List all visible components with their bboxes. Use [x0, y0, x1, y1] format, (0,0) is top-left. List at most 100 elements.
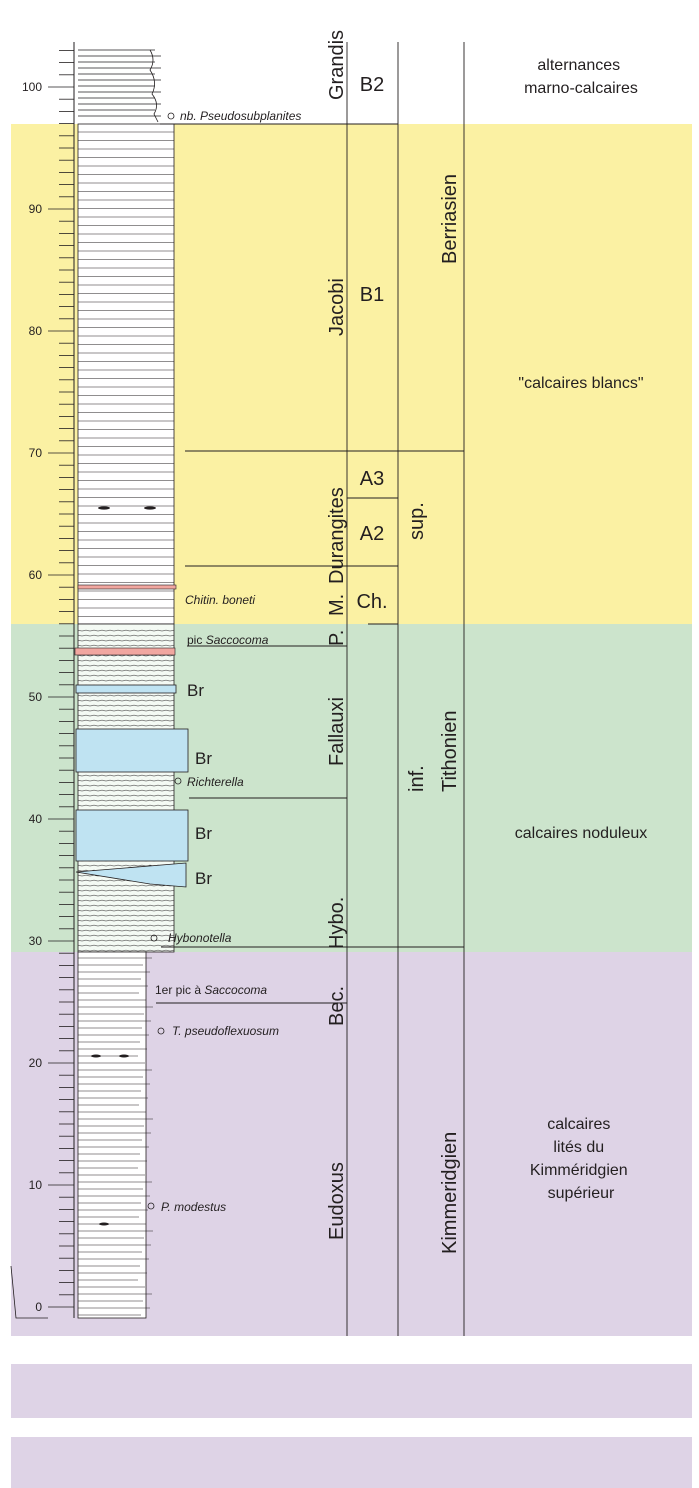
tick-label: 60	[29, 568, 43, 582]
ammonite-icon	[167, 112, 175, 120]
breccia-bed	[75, 862, 187, 888]
nodular-bedding	[77, 889, 175, 892]
nodular-bedding	[77, 799, 175, 802]
svg-text:Richterella: Richterella	[187, 775, 244, 789]
fossil-label: nb. Pseudosubplanites	[180, 109, 301, 123]
nodular-bedding	[77, 694, 175, 697]
fossil-markers: nb. Pseudosubplanites Chitin. boneti pic…	[147, 109, 301, 1214]
nodular-bedding	[77, 804, 175, 807]
bedded-limestone-unit	[77, 951, 147, 1319]
nodular-bedding	[77, 629, 175, 632]
scale-bracket	[10, 1265, 48, 1319]
stages: Berriasien Tithonien Kimmeridgien	[439, 174, 461, 1254]
substage-sup: sup.	[406, 502, 428, 540]
facies-descriptions: alternances marno-calcaires "calcaires b…	[515, 57, 648, 1202]
nodular-bedding	[77, 944, 175, 947]
zone-ponti: P.	[326, 630, 348, 646]
facies-calcaires-blancs: "calcaires blancs"	[518, 375, 643, 392]
substages: sup. inf.	[406, 502, 428, 792]
nodular-bedding	[77, 914, 175, 917]
nodular-bedding	[77, 929, 175, 932]
breccia-bed	[75, 809, 189, 862]
fossil-marker-pseudosubplanites: nb. Pseudosubplanites	[167, 109, 301, 123]
tick-label: 100	[22, 80, 42, 94]
svg-text:nb. Pseudosubplanites: nb. Pseudosubplanites	[180, 109, 301, 123]
nodule	[119, 1054, 129, 1058]
ammonite-icon	[150, 934, 158, 942]
column-edge	[149, 49, 159, 123]
background-bands	[11, 124, 692, 1488]
breccia-bed	[75, 684, 177, 694]
nodule	[98, 506, 110, 510]
zone-eudoxus: Eudoxus	[326, 1162, 348, 1240]
nodule	[99, 1222, 109, 1226]
nodular-bedding	[77, 939, 175, 942]
nodular-bedding	[77, 704, 175, 707]
tick-label: 30	[29, 934, 43, 948]
nodular-bedding	[77, 899, 175, 902]
tick-label: 40	[29, 812, 43, 826]
nodular-bedding	[77, 634, 175, 637]
breccia-label: Br	[187, 681, 204, 700]
tick-label: 90	[29, 202, 43, 216]
nodular-bedding	[77, 789, 175, 792]
lower-band-2	[11, 1437, 692, 1488]
breccia-label: Br	[195, 824, 212, 843]
subzone-ch: Ch.	[356, 591, 387, 613]
facies-calcaires-lites: calcaires lités du Kimméridgien supérieu…	[530, 1116, 632, 1202]
substage-inf: inf.	[406, 765, 428, 792]
tick-label: 10	[29, 1178, 43, 1192]
zone-microcanthum: M.	[326, 594, 348, 616]
column-dividers	[156, 42, 465, 1336]
lower-band-1	[11, 1364, 692, 1418]
nodular-bedding	[77, 719, 175, 722]
tick-label: 20	[29, 1056, 43, 1070]
stage-berriasien: Berriasien	[439, 174, 461, 264]
svg-text:P. modestus: P. modestus	[161, 1200, 226, 1214]
white-limestone-unit	[77, 123, 175, 625]
zone-fallauxi: Fallauxi	[326, 697, 348, 766]
nodular-bedding	[77, 659, 175, 662]
nodular-bedding	[77, 774, 175, 777]
nodular-bedding	[77, 724, 175, 727]
ammonite-icon	[174, 777, 182, 785]
ammonite-icon	[147, 1202, 155, 1210]
nodular-bedding	[77, 779, 175, 782]
zone-durangites: Durangites	[326, 487, 348, 584]
nodular-bedding	[77, 664, 175, 667]
nodular-bedding	[77, 919, 175, 922]
tick-label: 50	[29, 690, 43, 704]
stage-tithonien: Tithonien	[439, 710, 461, 792]
tick-label: 70	[29, 446, 43, 460]
nodular-bedding	[77, 794, 175, 797]
breccia-label: Br	[195, 749, 212, 768]
facies-calcaires-noduleux: calcaires noduleux	[515, 825, 648, 842]
fossil-marker-hybonotella: Hybonotella	[150, 931, 232, 945]
lithologic-column	[74, 49, 189, 1319]
fossil-marker-pic-saccocoma: pic Saccocoma	[187, 633, 269, 647]
ammonite-zones: Grandis Jacobi Durangites M. P. Fallauxi…	[326, 30, 348, 1240]
subzone-a2: A2	[360, 523, 384, 545]
breccia-labels: Br Br Br Br	[187, 681, 212, 888]
nodular-bedding	[77, 924, 175, 927]
marker-bed	[74, 647, 176, 656]
nodular-bedding	[77, 909, 175, 912]
tick-label: 80	[29, 324, 43, 338]
breccia-bed	[75, 728, 189, 773]
stage-kimmeridgien: Kimmeridgien	[439, 1132, 461, 1254]
nodular-bedding	[77, 639, 175, 642]
fossil-marker-richterella: Richterella	[174, 775, 244, 789]
fossil-marker-modestus: P. modestus	[147, 1200, 226, 1214]
nodular-bedding	[77, 674, 175, 677]
fossil-marker-pseudoflexuosum: T. pseudoflexuosum	[157, 1024, 279, 1038]
nodular-bedding	[77, 904, 175, 907]
breccia-label: Br	[195, 869, 212, 888]
nodular-bedding	[77, 679, 175, 682]
svg-text:T. pseudoflexuosum: T. pseudoflexuosum	[172, 1024, 279, 1038]
fossil-marker-first-pic-saccocoma: 1er pic à Saccocoma	[155, 983, 267, 997]
facies-marno-calcaires: alternances marno-calcaires	[524, 57, 638, 97]
zone-jacobi: Jacobi	[326, 278, 348, 336]
nodular-bedding	[77, 699, 175, 702]
